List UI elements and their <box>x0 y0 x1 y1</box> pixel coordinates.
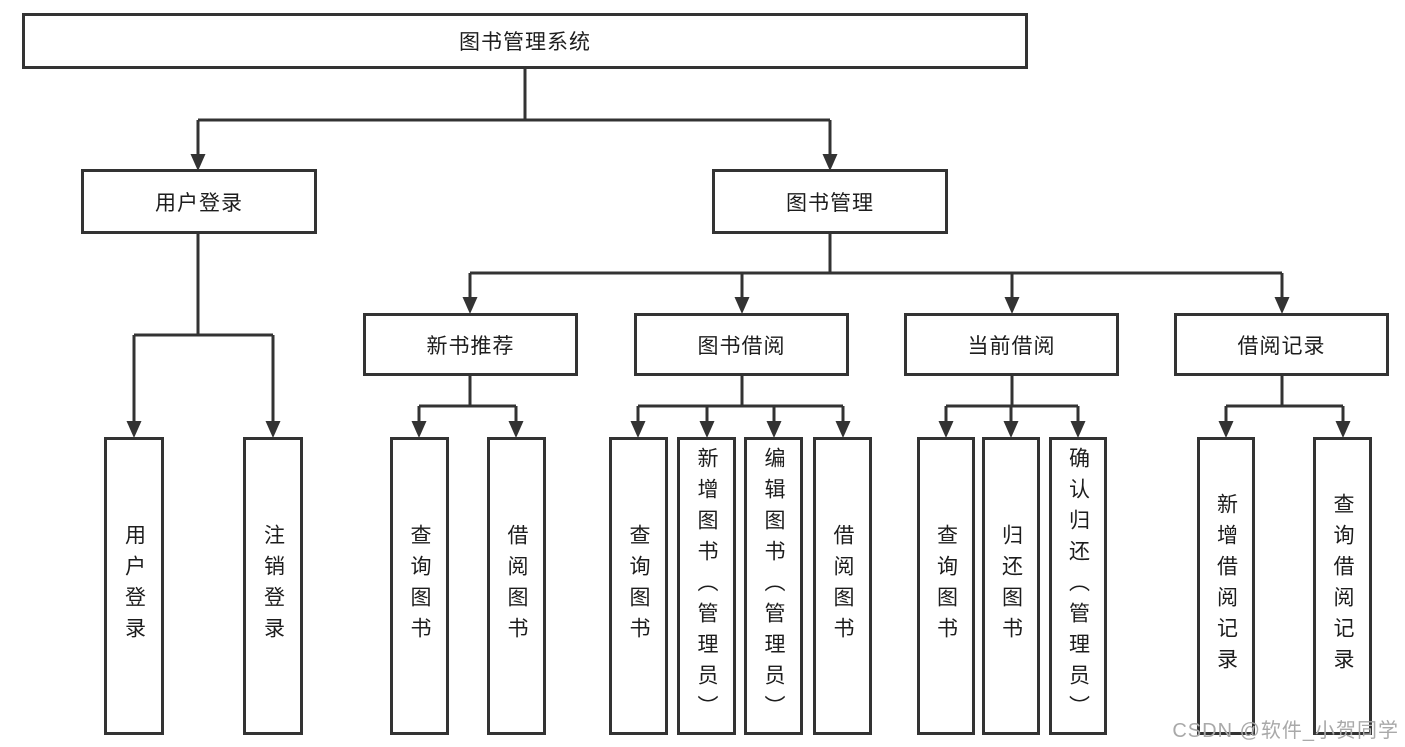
node-label: 图书借阅 <box>697 334 786 358</box>
node-label: 用户登录 <box>155 191 243 215</box>
node-label: 图书管理系统 <box>459 31 591 54</box>
leaf-query-books: 查询图书 <box>917 437 975 735</box>
leaf-add-borrow-record: 新增借阅记录 <box>1197 437 1255 735</box>
node-label: 注销登录 <box>261 524 285 648</box>
node-label: 查询图书 <box>408 524 431 648</box>
leaf-user-login: 用户登录 <box>104 437 164 735</box>
node-label: 归还图书 <box>999 524 1023 648</box>
leaf-confirm-return-admin: 确认归还（管理员） <box>1049 437 1107 735</box>
node-label: 查询图书 <box>627 524 650 648</box>
leaf-borrow-books: 借阅图书 <box>487 437 546 735</box>
leaf-query-books: 查询图书 <box>609 437 668 735</box>
node-label: 新增图书（管理员） <box>695 446 718 726</box>
node-label: 新增借阅记录 <box>1214 493 1238 679</box>
node-new-book-recommend: 新书推荐 <box>363 313 578 376</box>
node-library-system: 图书管理系统 <box>22 13 1028 69</box>
branch-newbooks <box>411 376 524 438</box>
node-label: 借阅图书 <box>505 524 528 648</box>
node-label: 查询借阅记录 <box>1331 493 1354 679</box>
leaf-add-books-admin: 新增图书（管理员） <box>677 437 736 735</box>
node-label: 借阅图书 <box>831 524 854 648</box>
node-label: 用户登录 <box>122 524 146 648</box>
node-label: 确认归还（管理员） <box>1066 446 1090 726</box>
leaf-query-borrow-record: 查询借阅记录 <box>1313 437 1372 735</box>
node-label: 当前借阅 <box>967 334 1056 358</box>
leaf-query-books: 查询图书 <box>390 437 449 735</box>
node-label: 查询图书 <box>934 524 958 648</box>
node-book-borrowing: 图书借阅 <box>634 313 849 376</box>
leaf-borrow-books: 借阅图书 <box>813 437 872 735</box>
branch-borrowing <box>630 376 851 438</box>
node-label: 借阅记录 <box>1237 334 1326 358</box>
branch-records <box>1218 376 1351 438</box>
node-label: 编辑图书（管理员） <box>762 446 785 726</box>
leaf-logout: 注销登录 <box>243 437 303 735</box>
branch-login <box>126 234 281 438</box>
node-label: 图书管理 <box>786 191 874 215</box>
node-label: 新书推荐 <box>426 334 515 358</box>
branch-mgmt <box>462 234 1290 314</box>
node-book-management: 图书管理 <box>712 169 948 234</box>
csdn-watermark: CSDN @软件_小贺同学 <box>1172 720 1399 742</box>
leaf-edit-books-admin: 编辑图书（管理员） <box>744 437 803 735</box>
node-borrow-records: 借阅记录 <box>1174 313 1389 376</box>
node-user-login: 用户登录 <box>81 169 317 234</box>
branch-current <box>938 376 1086 438</box>
leaf-return-books: 归还图书 <box>982 437 1040 735</box>
branch-root <box>190 69 838 171</box>
node-current-borrowing: 当前借阅 <box>904 313 1119 376</box>
